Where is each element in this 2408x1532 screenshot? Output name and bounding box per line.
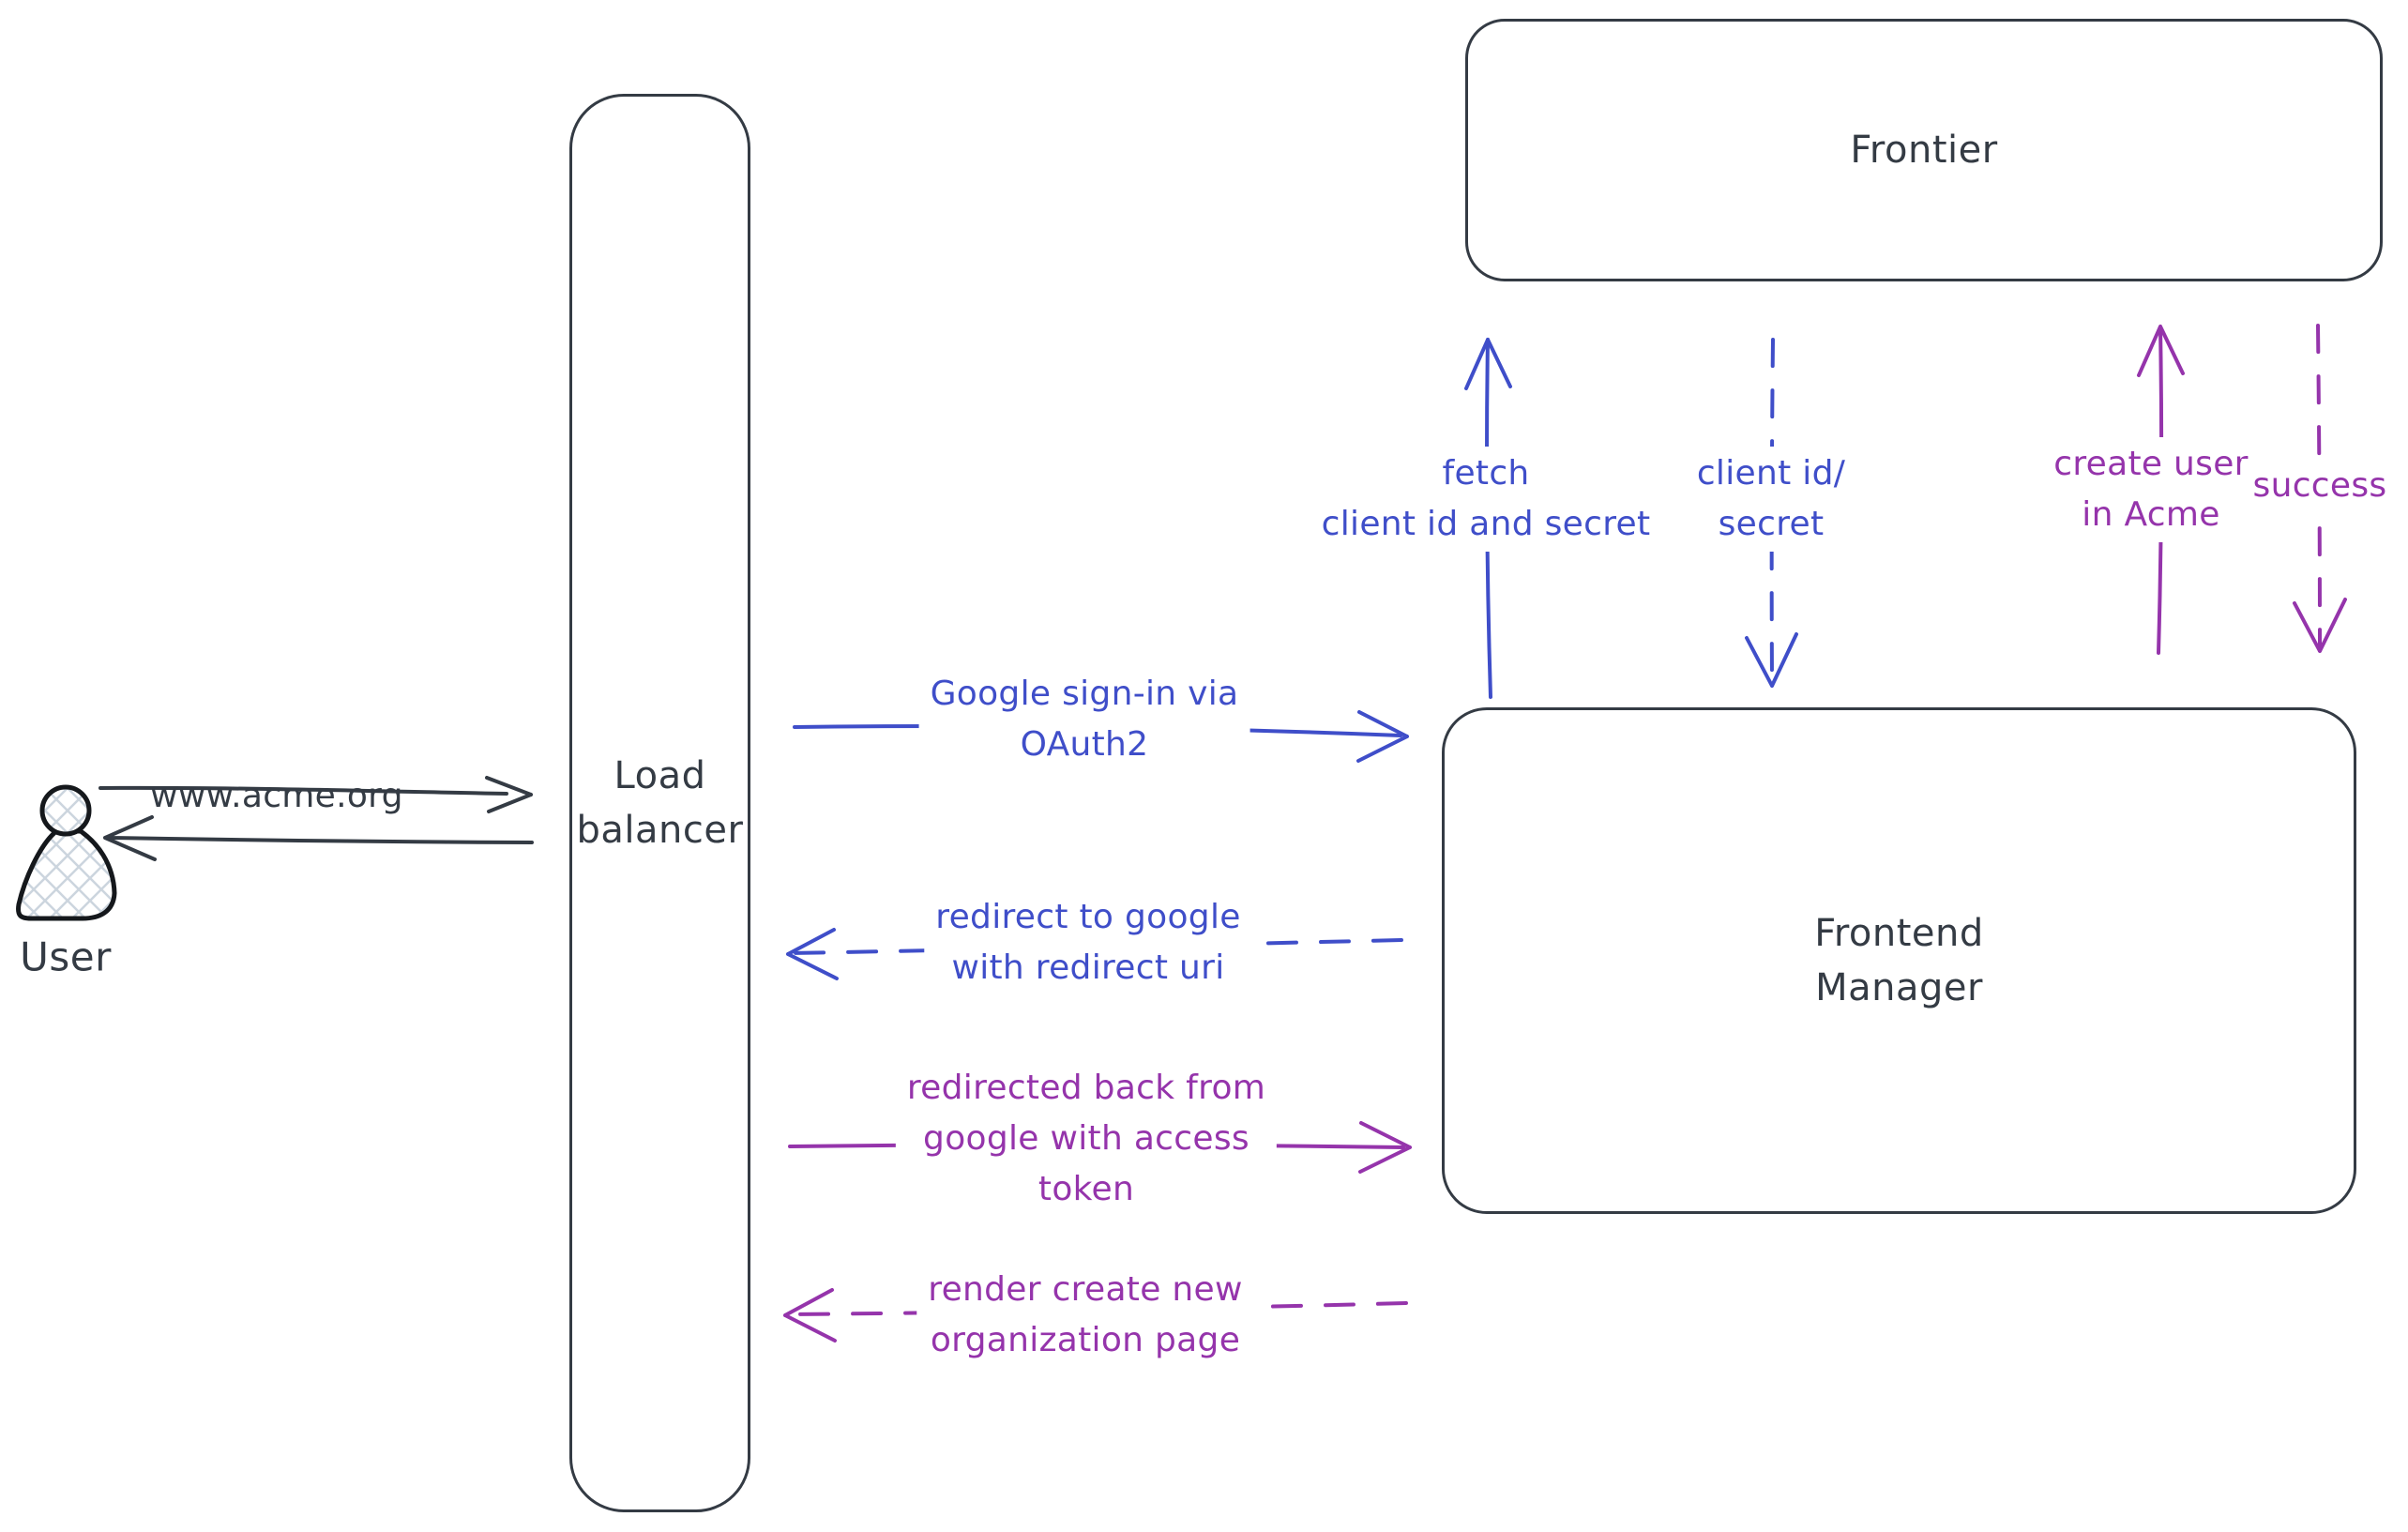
message-redirected-back: redirected back from google with access … xyxy=(895,1061,1278,1217)
arrow-redirect-google xyxy=(786,928,1403,980)
load-balancer-box: Load balancer xyxy=(569,94,750,1512)
frontier-box: Frontier xyxy=(1465,19,2383,281)
message-client-id-secret: client id/ secret xyxy=(1685,447,1857,552)
message-create-user: create user in Acme xyxy=(2042,437,2260,542)
user-icon xyxy=(16,784,117,921)
arrow-www-acme xyxy=(98,776,533,813)
frontend-manager-box: Frontend Manager xyxy=(1442,707,2356,1214)
message-render-org-page: render create new organization page xyxy=(916,1263,1254,1368)
arrow-response-to-user xyxy=(103,815,534,861)
frontier-label: Frontier xyxy=(1850,129,1998,172)
message-success: success xyxy=(2241,459,2399,513)
load-balancer-label: Load balancer xyxy=(576,754,744,852)
message-www-acme: www.acme.org xyxy=(150,777,403,815)
message-google-signin: Google sign-in via OAuth2 xyxy=(918,667,1250,772)
user-label: User xyxy=(20,933,112,980)
message-fetch-client: fetch client id and secret xyxy=(1310,447,1662,552)
frontend-manager-label: Frontend Manager xyxy=(1814,912,1984,1009)
message-redirect-google: redirect to google with redirect uri xyxy=(924,890,1252,995)
